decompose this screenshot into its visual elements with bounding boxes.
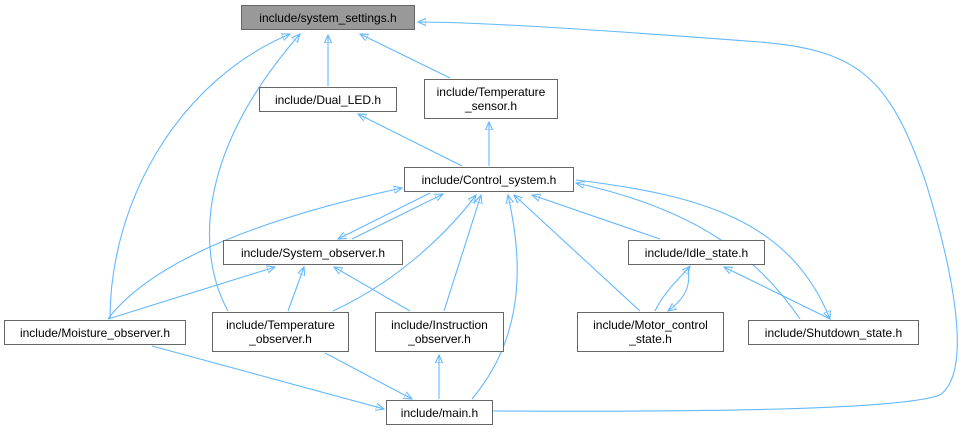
node-label: include/Idle_state.h xyxy=(644,245,749,260)
node-temperature-sensor[interactable]: include/Temperature _sensor.h xyxy=(424,79,558,119)
edge-motor-state-to-control-system xyxy=(514,195,641,312)
node-idle-state[interactable]: include/Idle_state.h xyxy=(628,240,765,265)
node-label: include/Shutdown_state.h xyxy=(764,325,903,340)
edge-control-system-to-system-observer xyxy=(338,192,431,239)
edge-moisture-to-system-observer xyxy=(107,267,275,320)
edge-temp-sensor-to-system-settings xyxy=(360,34,451,79)
node-label: include/main.h xyxy=(400,405,479,420)
node-label: include/Dual_LED.h xyxy=(274,92,382,107)
edge-idle-state-to-motor-state xyxy=(668,267,690,311)
edge-moisture-to-system-settings xyxy=(109,34,290,320)
node-label-line2: _observer.h xyxy=(249,332,312,346)
node-label-line2: _state.h xyxy=(629,332,672,346)
edge-moisture-to-main xyxy=(151,345,384,409)
edge-shutdown-state-to-control-system xyxy=(576,183,801,320)
edge-temp-observer-to-system-settings xyxy=(208,34,300,312)
edge-instruction-observer-to-control-system xyxy=(443,195,481,312)
edge-main-to-control-system xyxy=(471,195,518,400)
node-moisture-observer[interactable]: include/Moisture_observer.h xyxy=(4,320,186,345)
edge-idle-state-to-control-system xyxy=(532,195,661,240)
node-label: include/Control_system.h xyxy=(421,172,557,187)
node-label-line2: _sensor.h xyxy=(464,99,518,113)
edge-control-system-to-shutdown-state xyxy=(575,179,830,319)
node-label: include/Moisture_observer.h xyxy=(19,325,171,340)
node-label: include/system_settings.h xyxy=(259,10,397,25)
edge-shutdown-state-to-idle-state xyxy=(724,267,831,320)
edge-temp-observer-to-system-observer xyxy=(287,267,304,312)
edge-instruction-observer-to-system-observer xyxy=(334,267,411,312)
edge-motor-state-to-idle-state xyxy=(654,266,690,312)
node-dual-led[interactable]: include/Dual_LED.h xyxy=(259,87,397,112)
node-label-line2: _observer.h xyxy=(408,332,471,346)
node-label-line1: include/Motor_control xyxy=(593,318,708,332)
edge-temp-observer-to-main xyxy=(324,352,412,399)
node-label: include/System_observer.h xyxy=(240,245,386,260)
edge-main-to-system-settings xyxy=(418,22,958,412)
node-label-line1: include/Instruction xyxy=(391,318,488,332)
node-instruction-observer[interactable]: include/Instruction _observer.h xyxy=(375,312,504,352)
node-label-line1: include/Temperature xyxy=(436,85,546,99)
edge-dual-led-to-control-system xyxy=(358,114,463,167)
node-main[interactable]: include/main.h xyxy=(386,400,493,425)
node-label-line1: include/Temperature xyxy=(226,318,335,332)
node-system-observer[interactable]: include/System_observer.h xyxy=(223,240,403,265)
node-control-system[interactable]: include/Control_system.h xyxy=(404,167,574,192)
node-system-settings: include/system_settings.h xyxy=(241,5,415,30)
edge-system-observer-to-control-system xyxy=(351,194,443,240)
node-motor-control-state[interactable]: include/Motor_control _state.h xyxy=(577,312,724,352)
edge-temp-observer-to-control-system xyxy=(332,195,476,312)
edge-moisture-to-control-system xyxy=(107,188,402,320)
node-shutdown-state[interactable]: include/Shutdown_state.h xyxy=(748,320,919,345)
node-temperature-observer[interactable]: include/Temperature _observer.h xyxy=(212,312,349,352)
